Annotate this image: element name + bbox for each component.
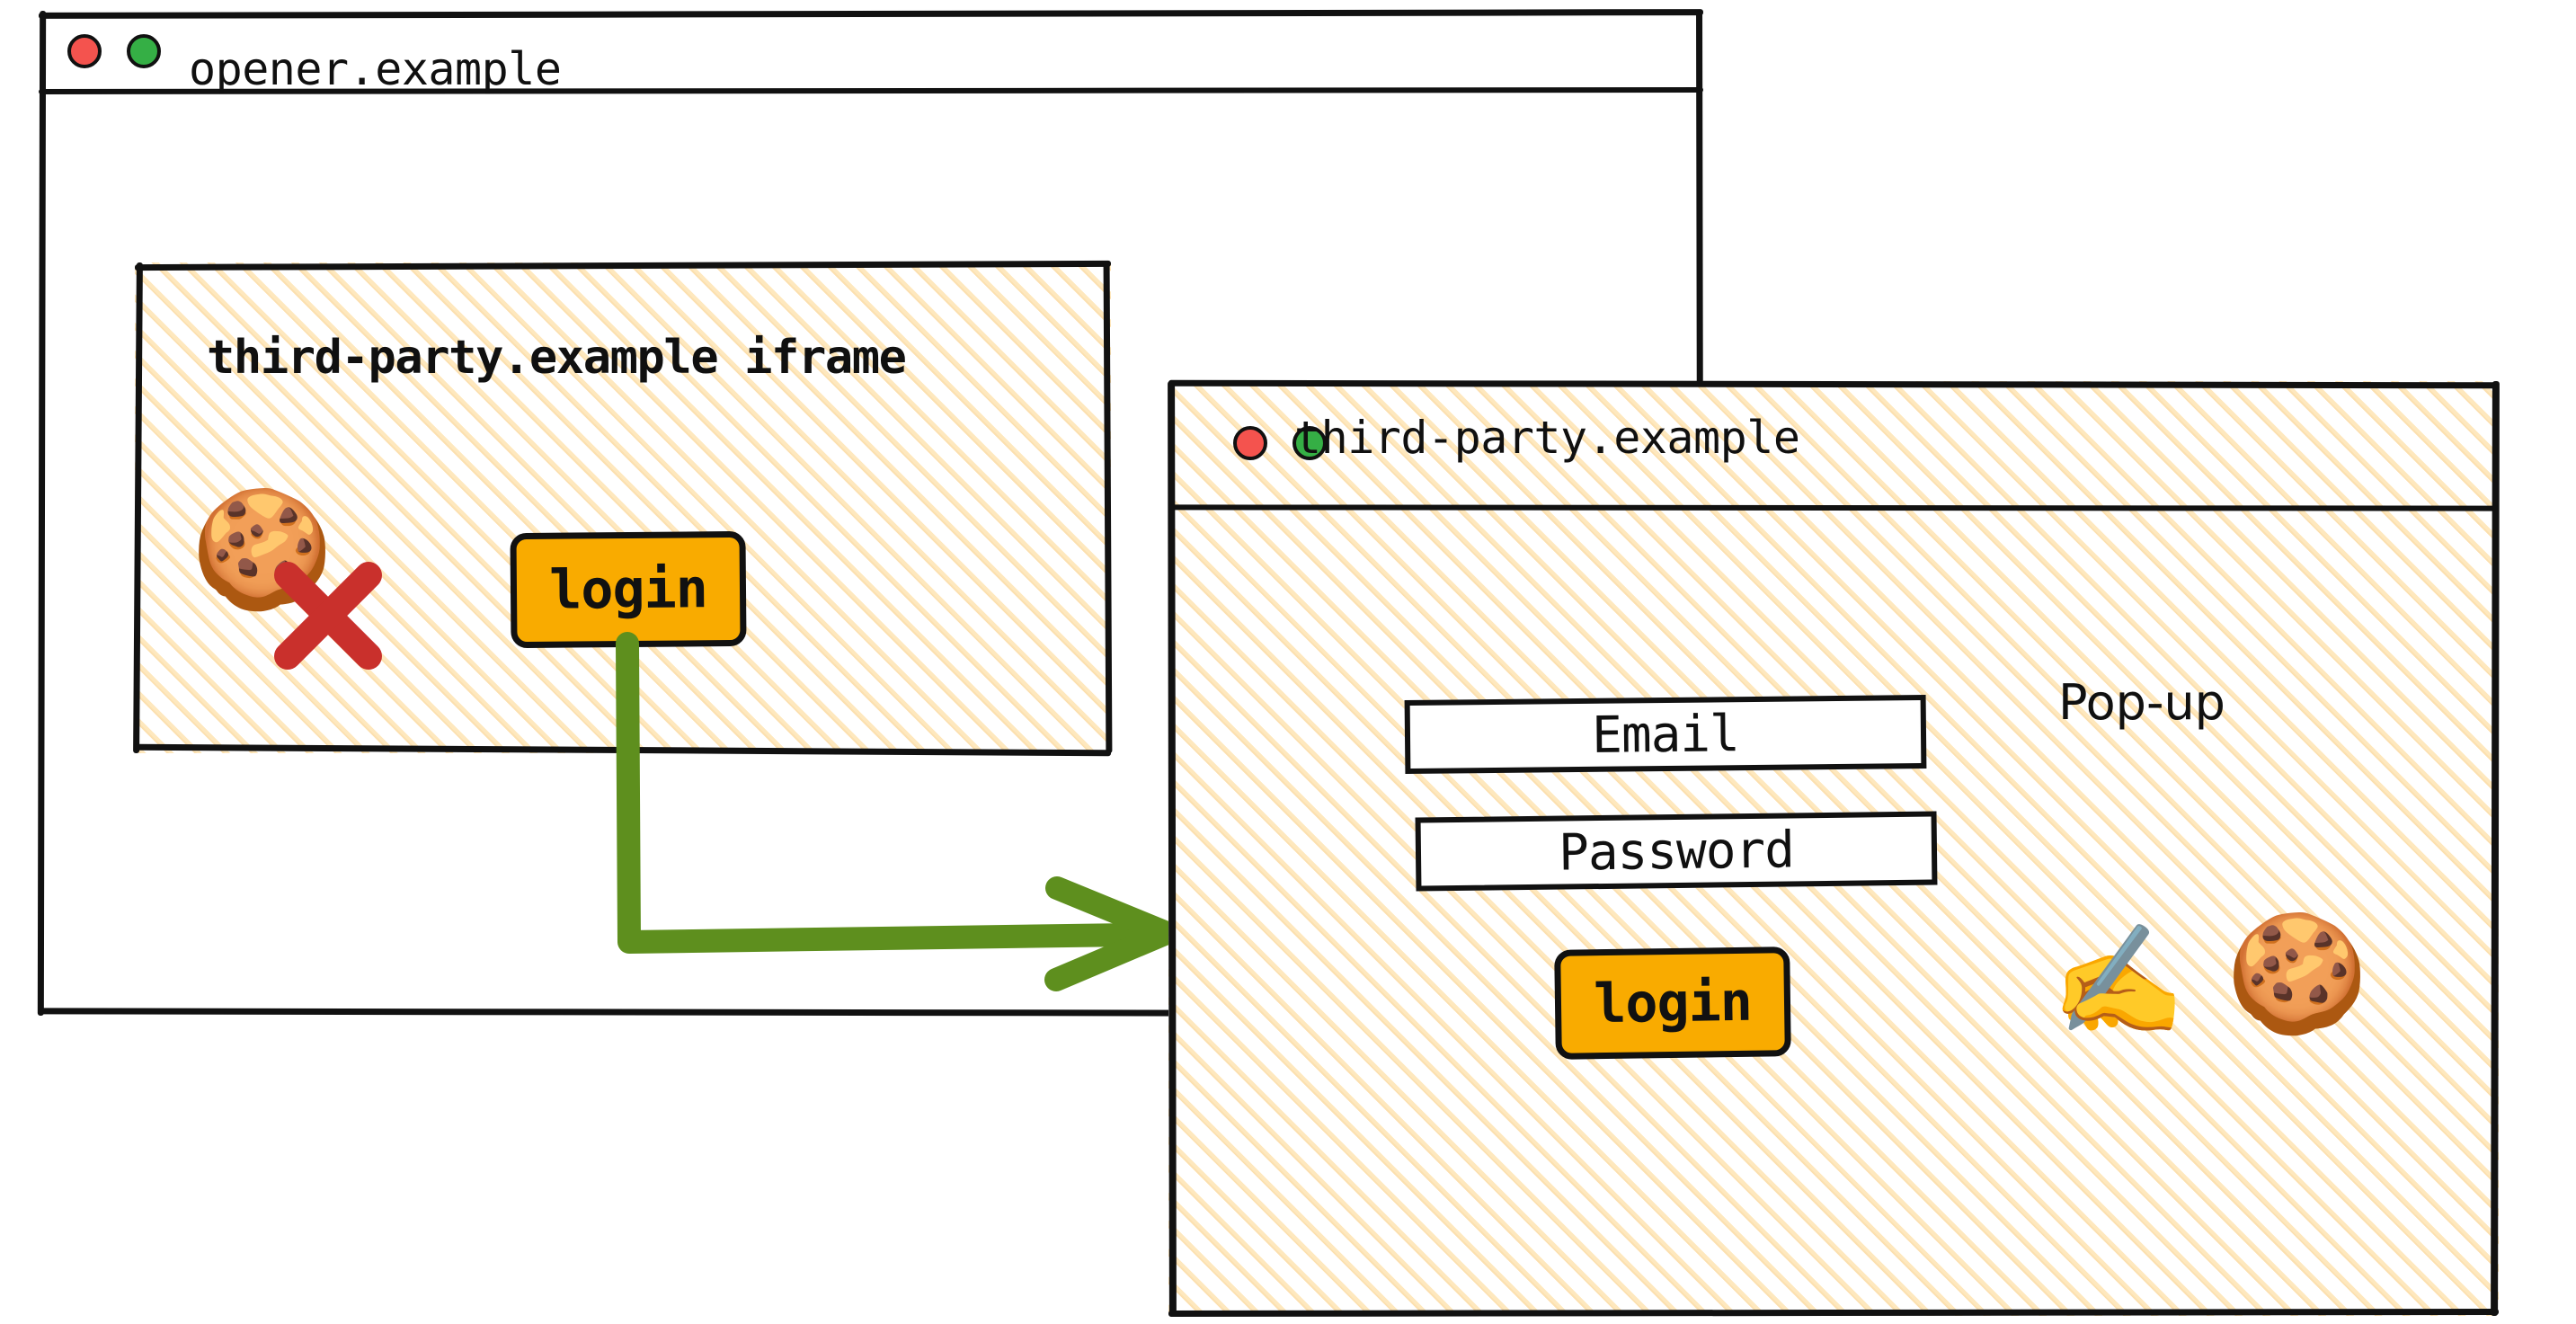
iframe-border-right	[1103, 262, 1113, 754]
window-border-top	[38, 9, 1704, 19]
window-border-left	[37, 10, 47, 1017]
iframe-border-left	[133, 262, 143, 754]
popup-border-right	[2491, 380, 2500, 1317]
opener-window-title: opener.example	[189, 43, 562, 95]
maximize-window-icon[interactable]	[127, 34, 161, 68]
close-window-icon[interactable]	[1233, 426, 1267, 460]
iframe-login-button[interactable]: login	[510, 530, 747, 649]
maximize-window-icon[interactable]	[1292, 426, 1327, 460]
popup-titlebar-separator	[1168, 504, 2500, 511]
email-field[interactable]: Email	[1404, 694, 1927, 775]
popup-traffic-lights	[1233, 426, 1327, 460]
blocked-x-icon	[274, 562, 382, 670]
close-window-icon[interactable]	[67, 34, 102, 68]
cookie-icon: 🍪	[2225, 907, 2369, 1041]
popup-border-left	[1168, 380, 1177, 1317]
iframe-title: third-party.example iframe	[207, 331, 907, 385]
popup-login-button[interactable]: login	[1554, 946, 1791, 1060]
opener-traffic-lights	[67, 34, 161, 68]
popup-border-top	[1168, 379, 2500, 389]
writing-hand-icon: ✍️	[2051, 919, 2186, 1044]
password-field[interactable]: Password	[1415, 811, 1938, 892]
popup-border-bottom	[1168, 1308, 2500, 1318]
popup-label: Pop-up	[2058, 674, 2225, 731]
popup-window-title: third-party.example	[1294, 412, 1800, 464]
iframe-border-top	[134, 260, 1112, 271]
